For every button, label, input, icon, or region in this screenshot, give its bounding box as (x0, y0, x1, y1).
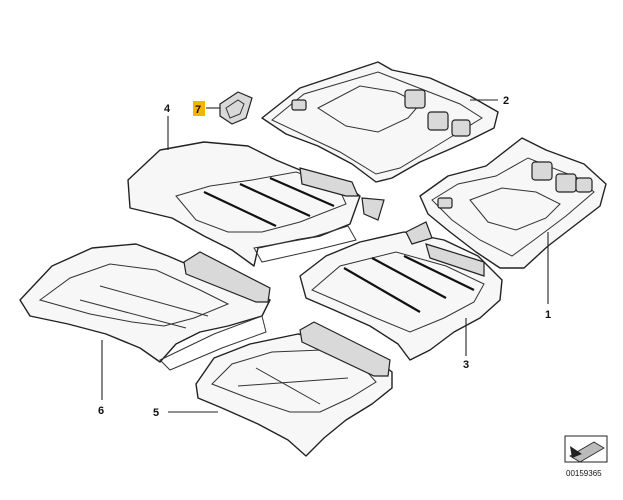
part-5-seat-cushion-cover-lower[interactable] (195, 321, 393, 457)
callout-1: 1 (545, 309, 551, 321)
part-4-backrest-cover[interactable] (127, 141, 385, 267)
part-7-clip[interactable] (219, 91, 253, 125)
callout-5: 5 (153, 407, 159, 419)
leader-lines (101, 99, 549, 413)
callout-7: 7 (195, 104, 201, 116)
reference-number: 00159365 (566, 469, 602, 478)
part-2-seat-frame-upper[interactable] (261, 61, 499, 183)
part-6-backrest-cover-lower[interactable] (19, 243, 271, 371)
reference-arrow-icon (564, 435, 608, 463)
callout-7-highlight (193, 101, 205, 116)
callout-2: 2 (503, 95, 509, 107)
callout-3: 3 (463, 359, 469, 371)
callout-4: 4 (164, 103, 171, 115)
callout-6: 6 (98, 405, 104, 417)
part-1-seat-frame-lower[interactable] (419, 137, 607, 269)
part-3-seat-cushion-cover[interactable] (299, 221, 503, 361)
